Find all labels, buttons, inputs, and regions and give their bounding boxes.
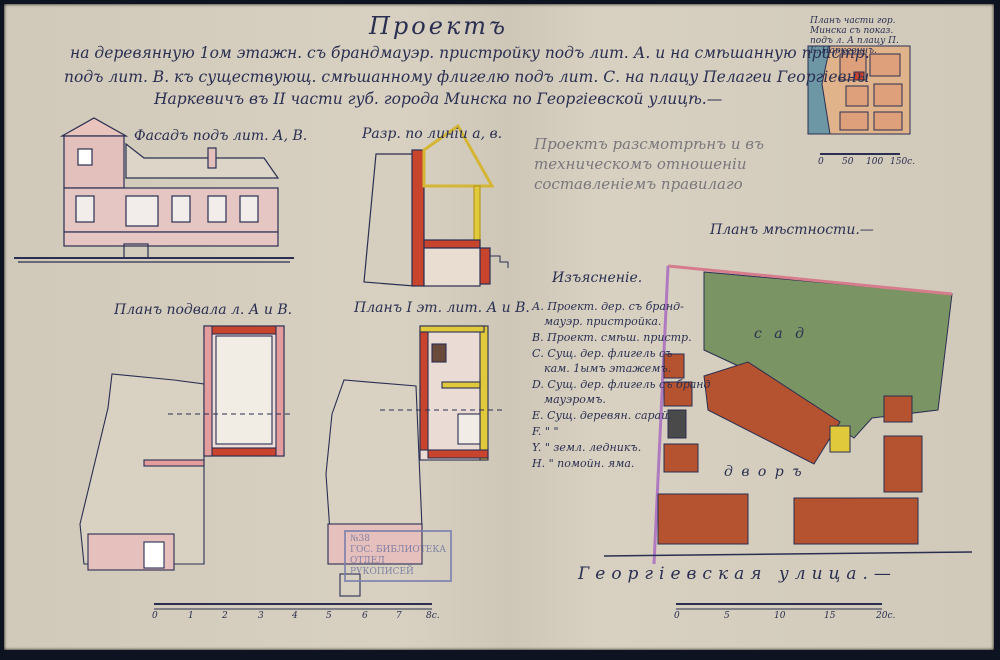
stamp-line: ОТДЕЛ — [350, 556, 385, 566]
scale-tick-label: 0 — [674, 611, 680, 621]
explanation-item: Е. Сущ. деревян. сарай. — [532, 409, 672, 422]
stamp-line: РУКОПИСЕЙ — [350, 567, 414, 577]
stamp-line: №38 — [350, 534, 370, 544]
scale-tick-label: 2 — [222, 611, 228, 621]
explanation-item: Y. " земл. ледникъ. — [532, 441, 642, 454]
scale-tick-label: 4 — [292, 611, 298, 621]
explanation-item: мауэр. пристройка. — [544, 315, 662, 328]
explanation-item: С. Сущ. дер. флигель съ — [532, 347, 673, 360]
scale-tick-label: 20с. — [876, 611, 896, 621]
scale-tick-label: 0 — [818, 157, 824, 167]
street-name: Георгiевская улица.— — [578, 564, 897, 584]
basement-plan-drawing — [79, 325, 285, 571]
scale-tick-label: 5 — [724, 611, 730, 621]
archive-stamp: №38 ГОС. БИБЛИОТЕКА ОТДЕЛ РУКОПИСЕЙ — [344, 530, 453, 582]
site-plan-drawing — [603, 264, 973, 565]
scale-tick-label: 1 — [188, 611, 194, 621]
explanation-title: Изъясненiе. — [552, 270, 643, 286]
floor-plan-drawing — [325, 325, 489, 597]
explanation-item: А. Проект. дер. съ бранд- — [532, 300, 684, 313]
site-plan-label: Планъ мѣстности.— — [710, 222, 874, 238]
scale-tick-label: 15 — [824, 611, 836, 621]
facade-label: Фасадъ подъ лит. А, В. — [134, 128, 308, 144]
scale-tick-label: 50 — [842, 157, 854, 167]
scale-tick-label: 7 — [396, 611, 402, 621]
approval-note: Проектъ разсмотрѣнъ и въ техническомъ от… — [534, 135, 764, 193]
explanation-item: Н. " помойн. яма. — [532, 457, 635, 470]
scale-tick-label: 10 — [774, 611, 786, 621]
section-line-markers — [168, 409, 502, 415]
section-label: Разр. по линiи а, в. — [362, 126, 503, 142]
section-drawing — [363, 123, 509, 287]
explanation-item: В. Проект. смѣш. пристр. — [532, 331, 692, 344]
explanation-item: кам. 1ымъ этажемъ. — [544, 362, 672, 375]
yard-label: д в о р ъ — [724, 464, 804, 480]
subtitle-line-1: на деревянную 1ом этажн. съ брандмауэр. … — [70, 44, 870, 62]
basement-plan-label: Планъ подвала л. А и В. — [114, 302, 293, 318]
scale-tick-label: 5 — [326, 611, 332, 621]
scale-bars — [154, 153, 900, 610]
scale-tick-label: 100 — [866, 157, 884, 167]
subtitle-line-3: Наркевичъ въ II части губ. города Минска… — [154, 90, 723, 108]
locator-map-caption: Планъ части гор. Минска съ показ. подъ л… — [810, 16, 899, 56]
stamp-line: ГОС. БИБЛИОТЕКА — [350, 545, 447, 555]
scale-tick-label: 150с. — [890, 157, 916, 167]
locator-map — [807, 45, 911, 135]
scale-tick-label: 3 — [258, 611, 264, 621]
drawing-sheet: Проектъ на деревянную 1ом этажн. съ бран… — [4, 4, 994, 650]
page-title: Проектъ — [369, 12, 509, 40]
facade-drawing — [14, 117, 294, 263]
garden-label: с а д — [754, 326, 808, 342]
scale-tick-label: 6 — [362, 611, 368, 621]
explanation-item: F. " " — [532, 425, 559, 438]
scale-tick-label: 8с. — [426, 611, 440, 621]
explanation-item: D. Сущ. дер. флигель съ бранд — [532, 378, 711, 391]
drawing-canvas — [14, 45, 973, 610]
explanation-item: мауэромъ. — [544, 393, 606, 406]
scale-tick-label: 0 — [152, 611, 158, 621]
floor-plan-label: Планъ I эт. лит. А и В. — [354, 300, 530, 316]
subtitle-line-2: подъ лит. В. къ существующ. смѣшанному ф… — [64, 68, 870, 86]
